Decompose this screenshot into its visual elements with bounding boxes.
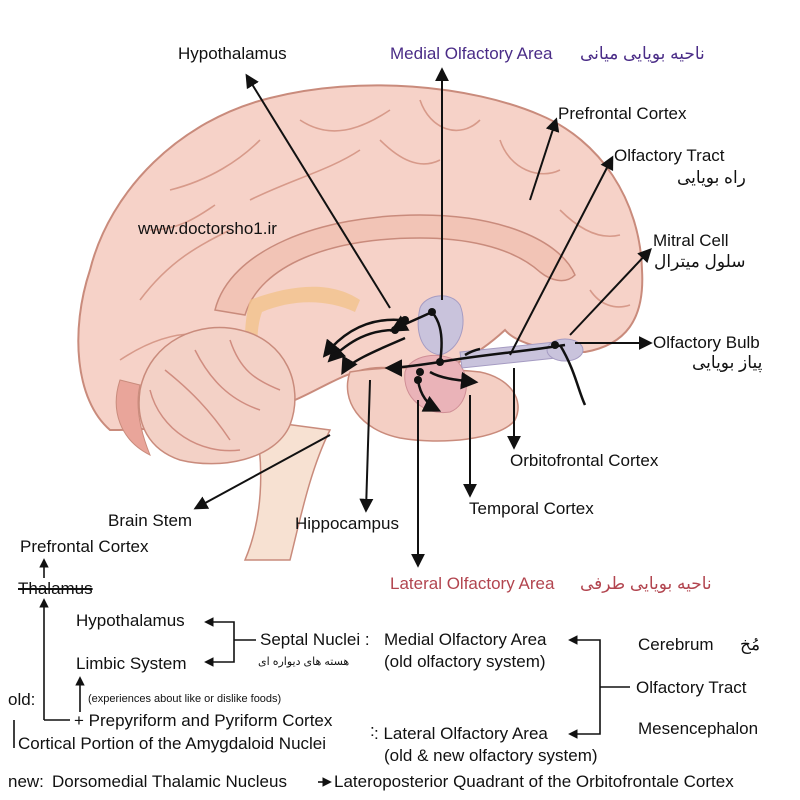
watermark-text: www.doctorsho1.ir [138,219,277,238]
schema-lateral-colon: : [370,721,375,740]
schema-cerebrum-fa: مُخ [740,635,761,654]
schema-medial-olfactory-area: Medial Olfactory Area [384,630,547,649]
schema-thalamus: Thalamus [18,579,93,598]
schema-limbic-system: Limbic System [76,654,187,673]
hypothalamus-label: Hypothalamus [178,44,287,63]
olfactory-bulb-label: Olfactory Bulb [653,333,760,352]
schema-hypothalamus: Hypothalamus [76,611,185,630]
schema-olfactory-tract: Olfactory Tract [636,678,747,697]
schema-amygdaloid: Cortical Portion of the Amygdaloid Nucle… [18,734,327,753]
schema-experiences-note: (experiences about like or dislike foods… [88,693,282,705]
cerebellum-shape [115,326,296,465]
schema-cerebrum: Cerebrum [638,635,714,654]
schema-new-label: new: [8,772,44,791]
schema-lateral-sub: (old & new olfactory system) [384,746,598,765]
olfactory-tract-fa-label: راه بویایی [677,168,746,187]
brain-stem-label: Brain Stem [108,511,193,530]
schema-dorsomedial: Dorsomedial Thalamic Nucleus [52,772,287,791]
mitral-cell-fa-label: سلول میترال [654,252,746,271]
medial-olfactory-area-fa-label: ناحیه بویایی میانی [580,44,705,63]
lateral-olfactory-area-fa-label: ناحیه بویایی طرفی [580,574,712,593]
pathway-arrows [322,310,587,412]
pathway-dots [391,308,559,384]
schema-mesencephalon: Mesencephalon [638,719,759,738]
schema-lateral-olfactory-area: : Lateral Olfactory Area [374,724,548,743]
schema-arrows [13,558,630,787]
schema-septal-nuclei-fa: هسته های دیواره ای [258,656,350,668]
schema-prefrontal-cortex: Prefrontal Cortex [20,537,149,556]
prefrontal-cortex-label: Prefrontal Cortex [558,104,687,123]
schema-septal-nuclei: Septal Nuclei : [260,630,370,649]
schema-prepyriform: + Prepyriform and Pyriform Cortex [74,711,333,730]
schema-lateroposterior: Lateroposterior Quadrant of the Orbitofr… [334,772,734,791]
mitral-cell-label: Mitral Cell [653,231,729,250]
lateral-olfactory-area-label: Lateral Olfactory Area [390,574,555,593]
olfactory-bulb-fa-label: پیاز بویایی [692,353,763,372]
label-arrows [193,67,653,568]
temporal-cortex-label: Temporal Cortex [469,499,594,518]
brain-stem-shape [243,419,332,561]
orbitofrontal-cortex-label: Orbitofrontal Cortex [510,451,659,470]
medial-olfactory-area-label: Medial Olfactory Area [390,44,553,63]
olfactory-tract-label: Olfactory Tract [614,146,725,165]
schema-old-label: old: [8,690,36,709]
schema-medial-sub: (old olfactory system) [384,652,546,671]
hippocampus-label: Hippocampus [295,514,399,533]
